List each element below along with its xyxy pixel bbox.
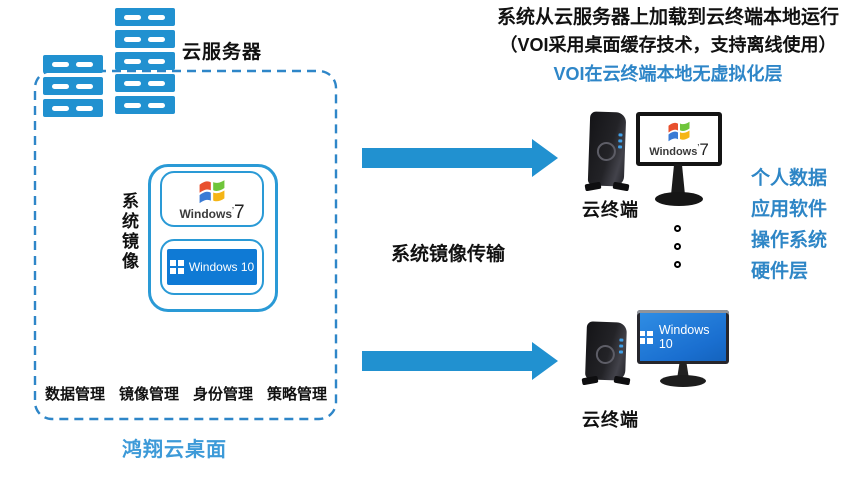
thin-client-device bbox=[584, 111, 630, 192]
management-label: 数据管理 bbox=[45, 386, 106, 403]
management-label-row: 数据管理 镜像管理 身份管理 策略管理 bbox=[45, 383, 327, 404]
server-icon bbox=[115, 96, 175, 114]
thin-client-logo-icon bbox=[596, 141, 617, 161]
windows7-wordmark: Windows’7 bbox=[649, 140, 709, 159]
transfer-label: 系统镜像传输 bbox=[391, 244, 506, 265]
ellipsis-dot bbox=[674, 225, 681, 232]
thin-client-device bbox=[581, 321, 631, 386]
ellipsis-dot bbox=[674, 261, 681, 268]
monitor-base bbox=[655, 192, 703, 206]
header-line3: VOI在云终端本地无虚拟化层 bbox=[553, 64, 783, 84]
layer-item: 操作系统 bbox=[751, 230, 828, 251]
server-icon bbox=[43, 77, 103, 95]
management-label: 镜像管理 bbox=[118, 386, 179, 403]
windows10-logo-icon bbox=[169, 260, 184, 274]
thin-client-ports bbox=[618, 133, 623, 149]
monitor-windows7: Windows’7 bbox=[636, 112, 722, 166]
management-label: 策略管理 bbox=[266, 386, 327, 403]
monitor-windows10: Windows 10 bbox=[637, 310, 729, 364]
thin-client-body bbox=[587, 111, 627, 187]
windows10-wordmark: Windows 10 bbox=[188, 260, 255, 274]
header-text-block: 系统从云服务器上加载到云终端本地运行 （VOI采用桌面缓存技术，支持离线使用） … bbox=[478, 4, 858, 86]
server-icon bbox=[115, 30, 175, 48]
server-icon bbox=[115, 8, 175, 26]
windows10-badge: Windows 10 bbox=[167, 249, 257, 285]
windows7-flag-icon bbox=[668, 121, 690, 142]
layer-item: 个人数据 bbox=[751, 168, 828, 189]
layer-item: 应用软件 bbox=[751, 199, 828, 220]
windows10-screen: Windows 10 bbox=[640, 313, 726, 361]
layer-item: 硬件层 bbox=[751, 261, 809, 282]
terminal-layers-list: 个人数据 应用软件 操作系统 硬件层 bbox=[751, 163, 827, 287]
transfer-arrow-top bbox=[362, 139, 558, 177]
server-icon bbox=[115, 52, 175, 70]
windows10-wordmark: Windows 10 bbox=[658, 323, 710, 351]
monitor-stand bbox=[677, 362, 689, 379]
terminal-label-top: 云终端 bbox=[582, 200, 639, 220]
system-image-label: 系统镜像 bbox=[119, 192, 138, 272]
windows7-image-box: Windows’7 bbox=[160, 171, 264, 227]
ellipsis-dot bbox=[674, 243, 681, 250]
thin-client-logo-icon bbox=[595, 344, 616, 365]
system-image-container: Windows’7 Windows 10 bbox=[148, 164, 278, 312]
monitor-base bbox=[660, 375, 706, 387]
windows10-image-box: Windows 10 bbox=[160, 239, 264, 295]
windows10-logo-icon bbox=[640, 330, 653, 344]
server-icon bbox=[43, 99, 103, 117]
server-icon bbox=[43, 55, 103, 73]
server-icon bbox=[115, 74, 175, 92]
monitor-stand bbox=[671, 164, 685, 195]
windows7-flag-icon bbox=[199, 179, 225, 203]
windows7-wordmark: Windows’7 bbox=[179, 201, 245, 223]
brand-label: 鸿翔云桌面 bbox=[122, 439, 227, 461]
header-line2: （VOI采用桌面缓存技术，支持离线使用） bbox=[499, 35, 837, 55]
header-line1: 系统从云服务器上加载到云终端本地运行 bbox=[496, 7, 839, 28]
cloud-server-label: 云服务器 bbox=[182, 42, 263, 63]
cloud-server-dashed-box bbox=[33, 69, 338, 421]
thin-client-body bbox=[585, 321, 627, 381]
transfer-arrow-bottom bbox=[362, 342, 558, 380]
management-label: 身份管理 bbox=[192, 386, 253, 403]
terminal-label-bottom: 云终端 bbox=[582, 410, 639, 430]
thin-client-ports bbox=[618, 338, 624, 354]
